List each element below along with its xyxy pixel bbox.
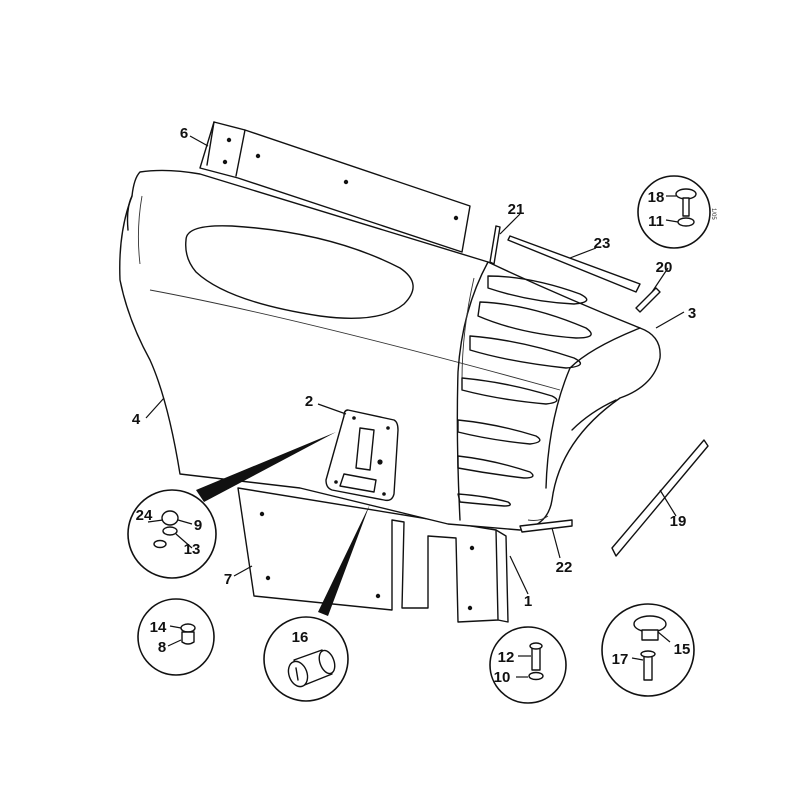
label-23: 23 xyxy=(594,235,611,252)
part-labels: 1 2 3 4 6 7 8 9 10 11 12 13 14 15 16 17 … xyxy=(132,125,696,686)
detail-circle-10-12 xyxy=(489,626,567,704)
bracket-top xyxy=(199,121,471,253)
detail-circle-16 xyxy=(263,616,349,702)
label-19: 19 xyxy=(670,513,687,530)
label-9: 9 xyxy=(194,517,202,534)
label-7: 7 xyxy=(224,571,232,588)
label-3: 3 xyxy=(688,305,696,322)
label-4: 4 xyxy=(132,411,141,428)
label-20: 20 xyxy=(656,259,673,276)
strip-20 xyxy=(635,287,661,313)
detail-circle-15-17 xyxy=(601,603,695,697)
label-17: 17 xyxy=(612,651,629,668)
lower-panel xyxy=(237,487,509,623)
detail-circle-8-14 xyxy=(137,598,215,676)
label-18: 18 xyxy=(648,189,665,206)
strip-21 xyxy=(489,225,501,265)
label-13: 13 xyxy=(184,541,201,558)
label-6: 6 xyxy=(180,125,188,142)
trim-strip-19 xyxy=(611,439,709,557)
label-24: 24 xyxy=(136,507,153,524)
detail-circle-9-13-24 xyxy=(127,489,217,579)
label-11: 11 xyxy=(648,213,664,230)
vent-slots xyxy=(457,275,592,507)
label-15: 15 xyxy=(674,641,691,658)
label-8: 8 xyxy=(158,639,166,656)
label-2: 2 xyxy=(305,393,313,410)
label-16: 16 xyxy=(292,629,309,646)
label-14: 14 xyxy=(150,619,167,636)
detail-circle-11-18 xyxy=(637,175,711,249)
label-22: 22 xyxy=(556,559,573,576)
leader-lines xyxy=(145,135,685,595)
strip-22 xyxy=(519,519,573,533)
callout-wedges xyxy=(196,432,370,616)
label-1: 1 xyxy=(524,593,532,610)
label-21: 21 xyxy=(508,201,525,218)
drawing-stamp: 1/05 xyxy=(710,208,716,220)
label-10: 10 xyxy=(494,669,511,686)
trim-strip-23 xyxy=(507,235,641,293)
fairing-body xyxy=(119,169,661,531)
label-12: 12 xyxy=(498,649,515,666)
